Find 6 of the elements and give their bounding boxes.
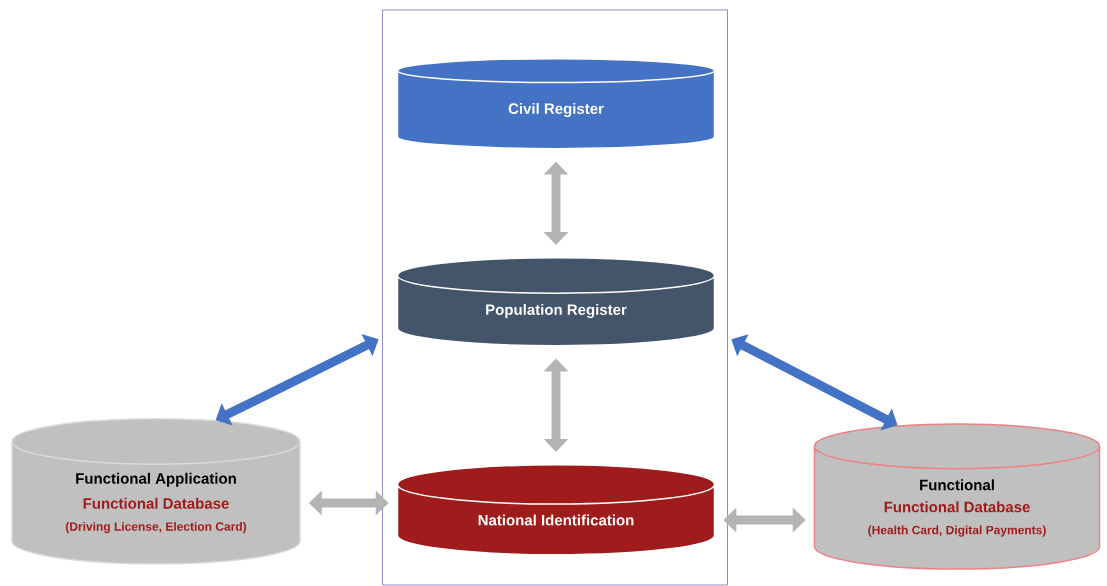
database-cylinder: Civil Register [396, 57, 716, 150]
database-cylinder: National Identification [396, 464, 716, 556]
database-cylinder: Functional Application Functional Database (Driving License, Election Card) [11, 418, 301, 565]
database-cylinder: Functional Functional Database (Health Card, Digital Payments) [813, 423, 1101, 570]
column-frame [382, 9, 728, 586]
database-cylinder: Population Register [396, 257, 716, 347]
